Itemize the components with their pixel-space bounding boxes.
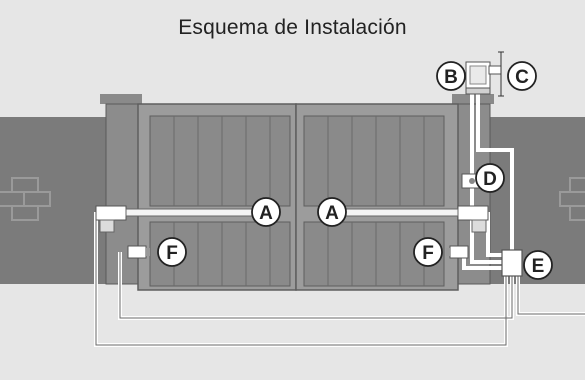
callout-a-left: A	[251, 197, 281, 227]
control-box	[501, 249, 523, 277]
callout-b-label: B	[444, 67, 458, 88]
callout-b: B	[436, 61, 466, 91]
callout-d: D	[475, 163, 505, 193]
callout-a-left-label: A	[259, 203, 273, 224]
actuator-right	[343, 205, 489, 233]
flashing-lamp	[465, 61, 491, 95]
callout-f-right: F	[413, 237, 443, 267]
callout-a-right-label: A	[325, 203, 339, 224]
diagram-title: Esquema de Instalación	[178, 16, 407, 39]
callout-f-right-label: F	[422, 243, 434, 264]
wall-left	[0, 117, 110, 284]
wiring-cables-outline	[95, 212, 585, 346]
callout-f-left-label: F	[166, 243, 178, 264]
callout-f-left: F	[157, 237, 187, 267]
antenna	[488, 51, 504, 97]
callout-c-label: C	[515, 67, 529, 88]
callout-d-label: D	[483, 169, 497, 190]
actuator-left	[95, 205, 255, 233]
callout-a-right: A	[317, 197, 347, 227]
callout-e-label: E	[532, 256, 545, 277]
photocell-left	[127, 245, 150, 259]
callout-e: E	[523, 250, 553, 280]
brick-pattern-left	[0, 177, 51, 221]
gate-leaf-left	[137, 103, 297, 291]
callout-c: C	[507, 61, 537, 91]
photocell-right	[446, 245, 469, 259]
brick-pattern-right	[559, 177, 585, 221]
